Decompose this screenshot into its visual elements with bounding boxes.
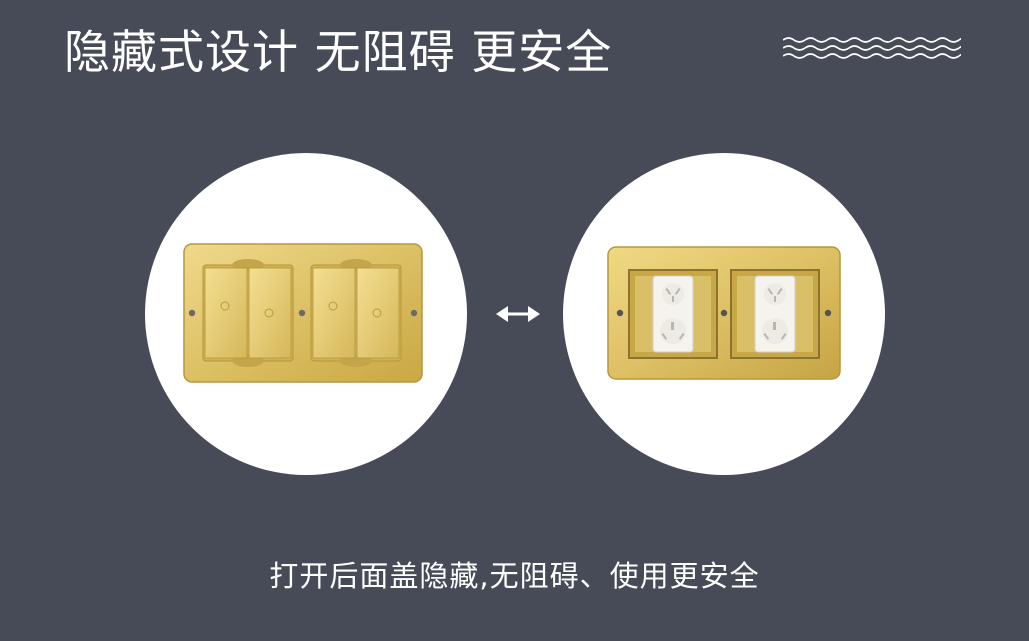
footer-caption: 打开后面盖隐藏,无阻碍、使用更安全 [269,559,760,593]
waves-icon [783,37,961,59]
page-title: 隐藏式设计 无阻碍 更安全 [64,25,613,79]
closed-floor-socket-icon [183,243,423,383]
open-floor-socket-icon [607,246,841,380]
double-arrow-icon [496,306,540,322]
